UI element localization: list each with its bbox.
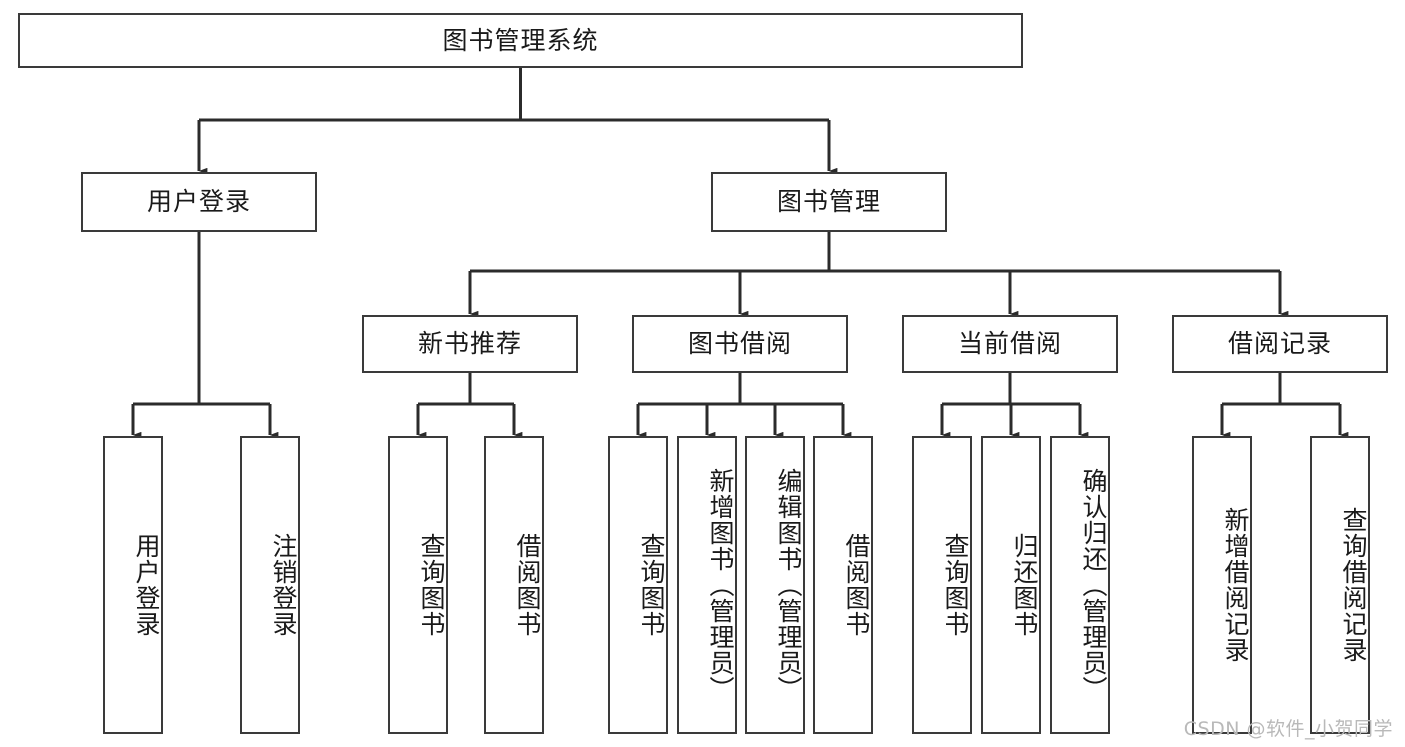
node-label: 借阅图书 bbox=[842, 533, 871, 637]
node-label: 新增图书（管理员） bbox=[706, 468, 735, 702]
node-label: 借阅图书 bbox=[513, 533, 542, 637]
node-leaf-edit-book[interactable]: 编辑图书（管理员） bbox=[745, 436, 805, 734]
node-book-manage[interactable]: 图书管理 bbox=[711, 172, 947, 232]
node-label: 查询借阅记录 bbox=[1339, 507, 1368, 663]
node-label: 查询图书 bbox=[417, 533, 446, 637]
node-current-borrow[interactable]: 当前借阅 bbox=[902, 315, 1118, 373]
watermark-text: CSDN @软件_小贺同学 bbox=[1183, 718, 1393, 740]
node-label: 查询图书 bbox=[941, 533, 970, 637]
node-leaf-add-borrow-record[interactable]: 新增借阅记录 bbox=[1192, 436, 1252, 734]
node-leaf-confirm-return[interactable]: 确认归还（管理员） bbox=[1050, 436, 1110, 734]
node-label: 编辑图书（管理员） bbox=[774, 468, 803, 702]
node-leaf-logout-login[interactable]: 注销登录 bbox=[240, 436, 300, 734]
node-leaf-query-book-3[interactable]: 查询图书 bbox=[912, 436, 972, 734]
connector-lines bbox=[131, 68, 1349, 439]
node-new-book-recommend[interactable]: 新书推荐 bbox=[362, 315, 578, 373]
node-user-login[interactable]: 用户登录 bbox=[81, 172, 317, 232]
node-leaf-add-book[interactable]: 新增图书（管理员） bbox=[677, 436, 737, 734]
node-leaf-query-borrow-record[interactable]: 查询借阅记录 bbox=[1310, 436, 1370, 734]
node-label: 用户登录 bbox=[132, 533, 161, 637]
node-label: 归还图书 bbox=[1010, 533, 1039, 637]
node-label: 查询图书 bbox=[637, 533, 666, 637]
node-leaf-query-book-2[interactable]: 查询图书 bbox=[608, 436, 668, 734]
node-leaf-borrow-book-1[interactable]: 借阅图书 bbox=[484, 436, 544, 734]
node-leaf-borrow-book-2[interactable]: 借阅图书 bbox=[813, 436, 873, 734]
node-leaf-user-login[interactable]: 用户登录 bbox=[103, 436, 163, 734]
node-borrow-record[interactable]: 借阅记录 bbox=[1172, 315, 1388, 373]
node-root-system[interactable]: 图书管理系统 bbox=[18, 13, 1023, 68]
node-label: 注销登录 bbox=[269, 533, 298, 637]
node-leaf-query-book-1[interactable]: 查询图书 bbox=[388, 436, 448, 734]
node-label: 确认归还（管理员） bbox=[1079, 468, 1108, 702]
node-label: 新增借阅记录 bbox=[1221, 507, 1250, 663]
node-leaf-return-book[interactable]: 归还图书 bbox=[981, 436, 1041, 734]
node-book-borrow[interactable]: 图书借阅 bbox=[632, 315, 848, 373]
